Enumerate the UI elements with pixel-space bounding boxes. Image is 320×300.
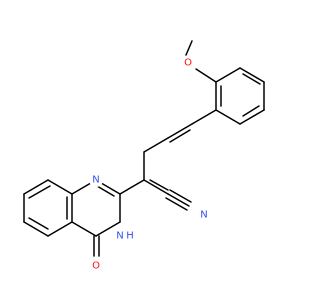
benzo-ring <box>23 179 73 237</box>
hydrogen-nh-label: H <box>126 231 134 242</box>
label-background <box>89 259 103 273</box>
bond-inner <box>242 73 261 85</box>
nitrogen-ring-label: N <box>92 175 99 186</box>
bond <box>215 67 241 83</box>
label-background <box>113 229 127 243</box>
label-background <box>181 56 195 70</box>
bond-nitrile <box>167 193 190 207</box>
bond <box>195 68 217 83</box>
bond <box>47 179 73 195</box>
oxygen-methoxy-label: O <box>184 58 192 69</box>
oxygen-carbonyl-label: O <box>92 261 100 272</box>
bond <box>239 67 265 83</box>
pyrimidinone-ring <box>71 179 121 237</box>
bond <box>143 137 169 153</box>
bond <box>95 221 121 237</box>
bond-double <box>149 179 169 191</box>
bond-nitrile <box>165 197 188 211</box>
bond <box>167 123 193 139</box>
label-background <box>89 173 103 187</box>
bond <box>239 109 265 125</box>
bond <box>119 179 145 195</box>
bond <box>47 221 73 237</box>
bond <box>143 179 169 195</box>
bond-double <box>96 185 115 197</box>
nitrogen-nh-label: N <box>116 231 123 242</box>
bond <box>23 179 49 195</box>
bond-nitrile <box>169 189 192 203</box>
molecule-diagram: O N N N H O <box>23 40 265 273</box>
bond <box>215 109 241 125</box>
nitrogen-nitrile-label: N <box>200 210 207 221</box>
label-background <box>197 208 211 222</box>
bond-inner <box>242 105 260 117</box>
bond-double <box>169 129 191 143</box>
bond <box>23 221 49 237</box>
bond-inner <box>28 185 51 199</box>
bond <box>71 221 97 237</box>
bond-inner <box>28 217 49 230</box>
bond <box>185 40 193 56</box>
methoxyphenyl-ring <box>215 67 265 125</box>
bond <box>191 109 217 125</box>
